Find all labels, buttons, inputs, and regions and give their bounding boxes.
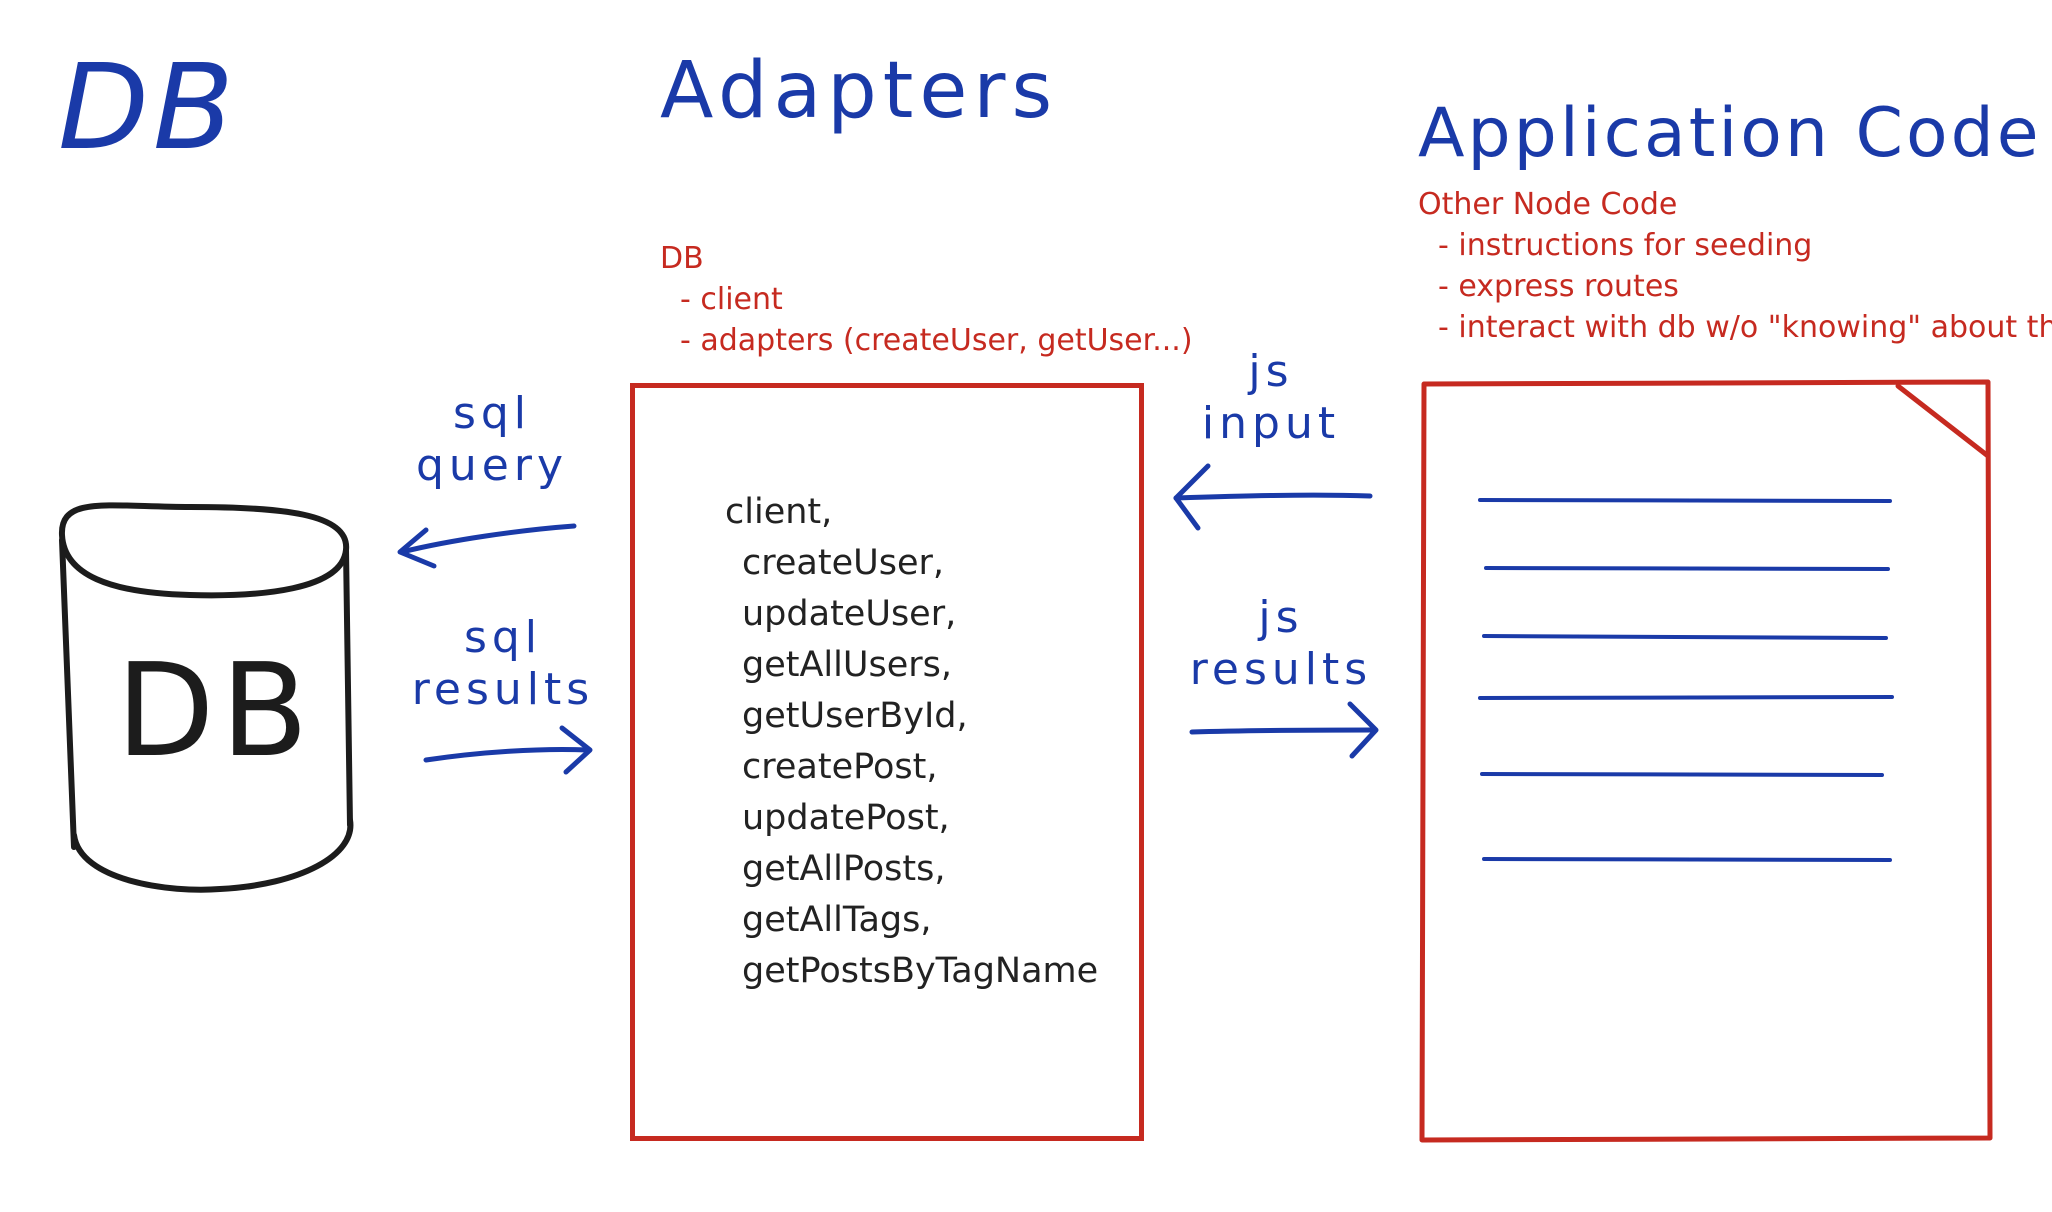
sql-results-arrow bbox=[423, 725, 593, 775]
application-notes: Other Node Code - instructions for seedi… bbox=[1418, 184, 2052, 348]
document-line bbox=[1478, 498, 1892, 503]
export-item: getAllPosts, bbox=[742, 849, 946, 889]
sql-results-label-line2: results bbox=[411, 664, 595, 715]
application-notes-item: - express routes bbox=[1438, 269, 1679, 304]
js-input-label-line1: js bbox=[1248, 346, 1294, 397]
cylinder-top-ellipse bbox=[58, 502, 350, 599]
export-item: getAllTags, bbox=[742, 900, 932, 940]
sql-query-arrow-shaft bbox=[399, 523, 577, 555]
adapters-title: Adapters bbox=[660, 46, 1059, 136]
sql-query-label: sql query bbox=[412, 392, 572, 488]
js-results-label-line1: js bbox=[1258, 592, 1304, 643]
js-results-label-line2: results bbox=[1189, 644, 1373, 695]
cylinder-right-side bbox=[343, 547, 353, 828]
application-notes-item: - interact with db w/o "knowing" about t… bbox=[1438, 310, 2052, 345]
js-results-arrow-shaft bbox=[1189, 727, 1377, 735]
export-item: client, bbox=[725, 492, 833, 532]
adapters-notes-heading: DB bbox=[660, 241, 704, 276]
export-item: createPost, bbox=[742, 747, 938, 787]
sql-query-label-line2: query bbox=[415, 440, 568, 491]
sql-results-arrow-shaft bbox=[423, 746, 591, 763]
document-folded-corner bbox=[1895, 383, 1991, 459]
js-input-arrow-head bbox=[1173, 463, 1211, 531]
js-input-arrow bbox=[1173, 463, 1373, 531]
cylinder-bottom-curve bbox=[71, 817, 354, 893]
document-line bbox=[1480, 772, 1884, 777]
document-outline bbox=[1419, 379, 1993, 1143]
application-document bbox=[1419, 379, 1993, 1143]
export-item: getPostsByTagName bbox=[742, 951, 1099, 991]
application-notes-heading: Other Node Code bbox=[1418, 187, 1678, 222]
sql-query-arrow bbox=[397, 523, 577, 569]
js-results-arrow-head bbox=[1347, 701, 1379, 759]
cylinder-left-side bbox=[59, 537, 77, 850]
export-item: updatePost, bbox=[742, 798, 950, 838]
export-item: createUser, bbox=[742, 543, 945, 583]
js-results-label: js results bbox=[1186, 596, 1376, 692]
export-item: updateUser, bbox=[742, 594, 957, 634]
adapters-notes-item: - client bbox=[680, 282, 783, 317]
sql-results-arrow-head bbox=[559, 725, 593, 775]
sql-results-label: sql results bbox=[408, 616, 598, 712]
document-line bbox=[1482, 857, 1892, 862]
export-item: getUserById, bbox=[742, 696, 968, 736]
sql-query-arrow-head bbox=[397, 527, 437, 569]
sql-query-label-line1: sql bbox=[452, 388, 532, 439]
db-title: DB bbox=[58, 38, 238, 176]
application-code-title: Application Code bbox=[1418, 94, 2042, 173]
database-cylinder-label: DB bbox=[116, 637, 315, 786]
export-item: getAllUsers, bbox=[742, 645, 952, 685]
adapters-export-list: client, createUser, updateUser, getAllUs… bbox=[725, 487, 1098, 997]
adapters-box bbox=[630, 383, 1144, 1141]
adapters-notes-item: - adapters (createUser, getUser...) bbox=[680, 323, 1193, 358]
document-text-lines bbox=[1478, 498, 1894, 862]
application-notes-item: - instructions for seeding bbox=[1438, 228, 1813, 263]
adapters-notes: DB - client - adapters (createUser, getU… bbox=[660, 238, 1193, 361]
document-line bbox=[1478, 695, 1894, 700]
database-cylinder bbox=[58, 502, 354, 893]
js-input-arrow-shaft bbox=[1173, 492, 1373, 501]
js-results-arrow bbox=[1189, 701, 1379, 759]
document-line bbox=[1482, 634, 1888, 640]
js-input-label-line2: input bbox=[1201, 398, 1341, 449]
sql-results-label-line1: sql bbox=[463, 612, 543, 663]
document-line bbox=[1484, 566, 1890, 571]
js-input-label: js input bbox=[1196, 350, 1346, 446]
